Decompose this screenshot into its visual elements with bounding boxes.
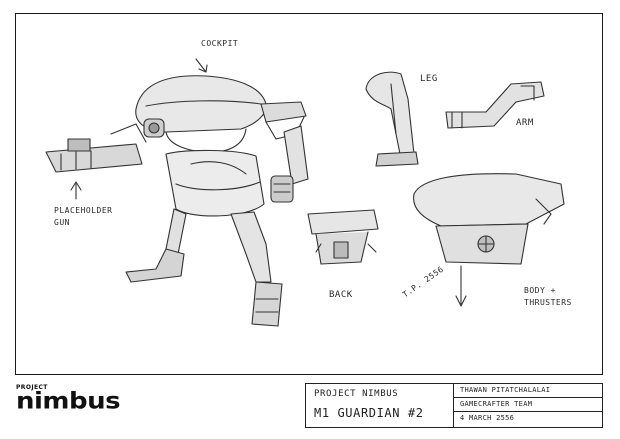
mech-left-leg-sketch xyxy=(125,208,187,283)
title-block-team-row: GAMECRAFTER TEAM xyxy=(454,398,602,412)
label-arm: ARM xyxy=(516,118,534,128)
label-placeholder-gun-2: GUN xyxy=(54,218,70,227)
label-back: BACK xyxy=(329,290,353,300)
title-block-project: PROJECT NIMBUS xyxy=(314,389,399,399)
logo-nimbus-text: nimbus xyxy=(16,388,121,415)
title-block-title-cell: PROJECT NIMBUS M1 GUARDIAN #2 xyxy=(306,384,454,427)
arm-detail-sketch xyxy=(445,81,545,129)
placeholder-gun-sketch xyxy=(45,123,147,173)
label-body-thrusters-1: BODY + xyxy=(524,286,556,295)
mech-cockpit-sketch xyxy=(135,75,307,153)
project-nimbus-logo: PROJECT nimbus xyxy=(16,384,156,424)
mech-body-sketch xyxy=(165,149,265,217)
concept-sketch xyxy=(45,58,565,327)
label-leg: LEG xyxy=(420,74,438,84)
title-block-team: GAMECRAFTER TEAM xyxy=(460,400,533,408)
title-block-author-row: THAWAN PITATCHALALAI xyxy=(454,384,602,398)
mech-arm-sketch xyxy=(270,125,309,203)
label-body-thrusters-2: THRUSTERS xyxy=(524,298,572,307)
back-detail-sketch xyxy=(307,209,379,265)
title-block-author: THAWAN PITATCHALALAI xyxy=(460,386,551,394)
title-block: PROJECT NIMBUS M1 GUARDIAN #2 THAWAN PIT… xyxy=(305,383,603,428)
title-block-model: M1 GUARDIAN #2 xyxy=(314,406,424,420)
body-thrusters-sketch xyxy=(413,173,565,307)
title-block-info-cell: THAWAN PITATCHALALAI GAMECRAFTER TEAM 4 … xyxy=(454,384,602,427)
leg-detail-sketch xyxy=(365,71,419,167)
label-cockpit: COCKPIT xyxy=(201,39,239,48)
title-block-date-row: 4 MARCH 2556 xyxy=(454,412,602,426)
logo-project-text: PROJECT xyxy=(16,384,48,391)
label-placeholder-gun-1: PLACEHOLDER xyxy=(54,206,113,215)
mech-right-leg-sketch xyxy=(230,211,283,327)
title-block-date: 4 MARCH 2556 xyxy=(460,414,515,422)
drawing-sheet: COCKPIT LEG ARM PLACEHOLDER GUN BACK BOD… xyxy=(15,13,603,375)
